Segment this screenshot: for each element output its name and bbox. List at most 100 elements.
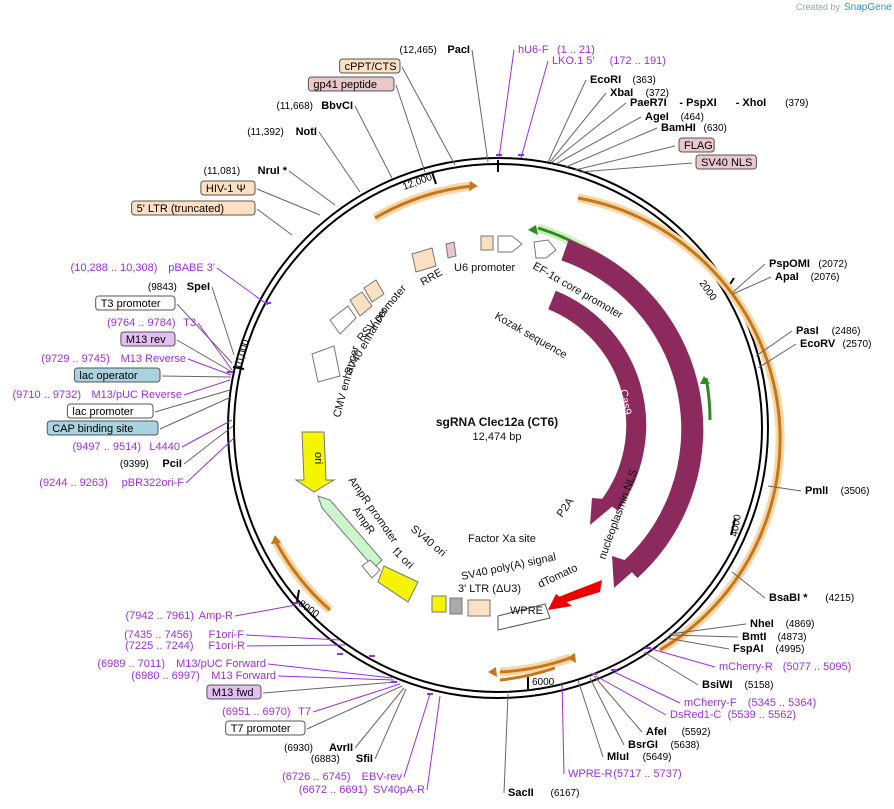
primer-position: (6989 .. 7011) (97, 658, 165, 670)
primer-position: (6726 .. 6745) (282, 771, 351, 783)
plasmid-size: 12,474 bp (473, 431, 522, 443)
primer-site-mark (227, 371, 233, 373)
primer-site-mark (293, 602, 299, 604)
feature-label-box (46, 420, 159, 436)
leader-line (183, 379, 231, 396)
site-position: (2076) (811, 272, 840, 283)
ori-arrow (294, 431, 336, 493)
leader-line (669, 623, 747, 635)
primer-site-mark (427, 693, 433, 695)
cas9-inner-label: Cas9 (617, 388, 633, 415)
leader-line (755, 330, 793, 357)
leader-line (154, 389, 231, 413)
site-name: PciI (162, 458, 182, 470)
primer-position: (5717 .. 5737) (613, 768, 682, 780)
leader-line (354, 105, 393, 179)
feature-label-box (200, 180, 256, 196)
f1-ori-arrow (377, 565, 419, 603)
feature-label: gp41 peptide (313, 79, 377, 91)
leader-line (181, 419, 233, 448)
leader-line (197, 322, 233, 371)
cmv-enhancer-box (311, 345, 341, 383)
site-name: ApaI (775, 271, 799, 283)
leader-line (579, 162, 693, 173)
tick-6000: 6000 (532, 677, 555, 688)
primer-site-mark (518, 154, 524, 156)
site-position: (9843) (148, 282, 177, 293)
primer-position: (6951 .. 6970) (222, 706, 291, 718)
primer-site-mark (645, 647, 651, 649)
ori-label: ori (312, 452, 324, 464)
site-name: SacII (508, 787, 534, 799)
backbone-outer (227, 157, 769, 699)
site-name: AfeI (646, 726, 667, 738)
leader-line (262, 681, 397, 694)
leader-line (216, 267, 269, 306)
leader-line (732, 263, 766, 293)
site-position: (4995) (776, 644, 805, 655)
site-name: FspAI (733, 643, 764, 655)
site-position: (11,392) (247, 127, 284, 138)
site-position: (2486) (832, 326, 861, 337)
primer-position: (10,288 .. 10,308) (71, 262, 158, 274)
leader-line (426, 695, 441, 791)
ampr-promoter-arrow (361, 559, 381, 579)
primer-position: (9764 .. 9784) (107, 317, 176, 329)
site-name: AgeI (645, 111, 669, 123)
feature-label-box (95, 295, 176, 311)
tick-10000: 10,000 (233, 338, 252, 371)
tick-2000: 2000 (697, 278, 719, 303)
site-position: (5158) (745, 680, 774, 691)
site-name: MluI (607, 751, 629, 763)
site-position: (9399) (120, 459, 149, 470)
site-position: (4869) (786, 619, 815, 630)
label-factor-xa: Factor Xa site (468, 533, 536, 545)
site-name: NruI * (258, 165, 288, 177)
rsv-box2 (363, 279, 385, 303)
leader-line (401, 66, 456, 166)
label-leaders (154, 49, 802, 794)
leader-line (647, 647, 716, 668)
credit-created-by: Created by (796, 2, 841, 12)
primer-position: (5077 .. 5095) (783, 661, 852, 673)
label-sv40-ori: SV40 ori (408, 523, 448, 559)
leader-line (234, 604, 297, 617)
primer-position: (9710 .. 9732) (13, 389, 82, 401)
primer-position: (7225 .. 7244) (125, 640, 194, 652)
feature-label-box (131, 200, 256, 216)
sv40-polya-box (449, 597, 463, 615)
leader-line (593, 675, 643, 733)
leader-line (403, 693, 431, 778)
u6-promoter-arrow (497, 235, 523, 253)
leader-line (643, 651, 699, 686)
leader-line (256, 188, 321, 216)
primer-name: M13/pUC Reverse (92, 389, 182, 401)
primer-name: F1ori-F (209, 629, 245, 641)
primer-name: EBV-rev (362, 771, 403, 783)
feature-label: SV40 NLS (701, 157, 752, 169)
tick-4000: 4000 (729, 513, 744, 537)
leader-line (185, 437, 235, 484)
ampr-arrow (317, 495, 383, 569)
u6-box (480, 235, 494, 251)
primer-position: (6980 .. 6997) (131, 670, 200, 682)
feature-label: T7 promoter (231, 723, 291, 735)
feature-label: CAP binding site (52, 423, 133, 435)
leader-line (577, 679, 604, 758)
primer-position: (5539 .. 5562) (728, 709, 797, 721)
label-f1-ori: f1 ori (390, 546, 416, 572)
primer-site-mark (611, 669, 617, 671)
leader-line (668, 634, 739, 638)
site-name: BamHI (661, 122, 696, 134)
ef1a-arrow (533, 239, 557, 259)
site-name: EcoRI (590, 74, 621, 86)
primer-name: pBABE 3' (168, 262, 215, 274)
primer-name: mCherry-R (719, 661, 773, 673)
feature-label: cPPT/CTS (345, 61, 397, 73)
leader-line (318, 131, 361, 193)
site-name: - PspXI (679, 97, 716, 109)
primer-name: hU6-F (518, 44, 549, 56)
site-name: EcoRV (800, 338, 836, 350)
